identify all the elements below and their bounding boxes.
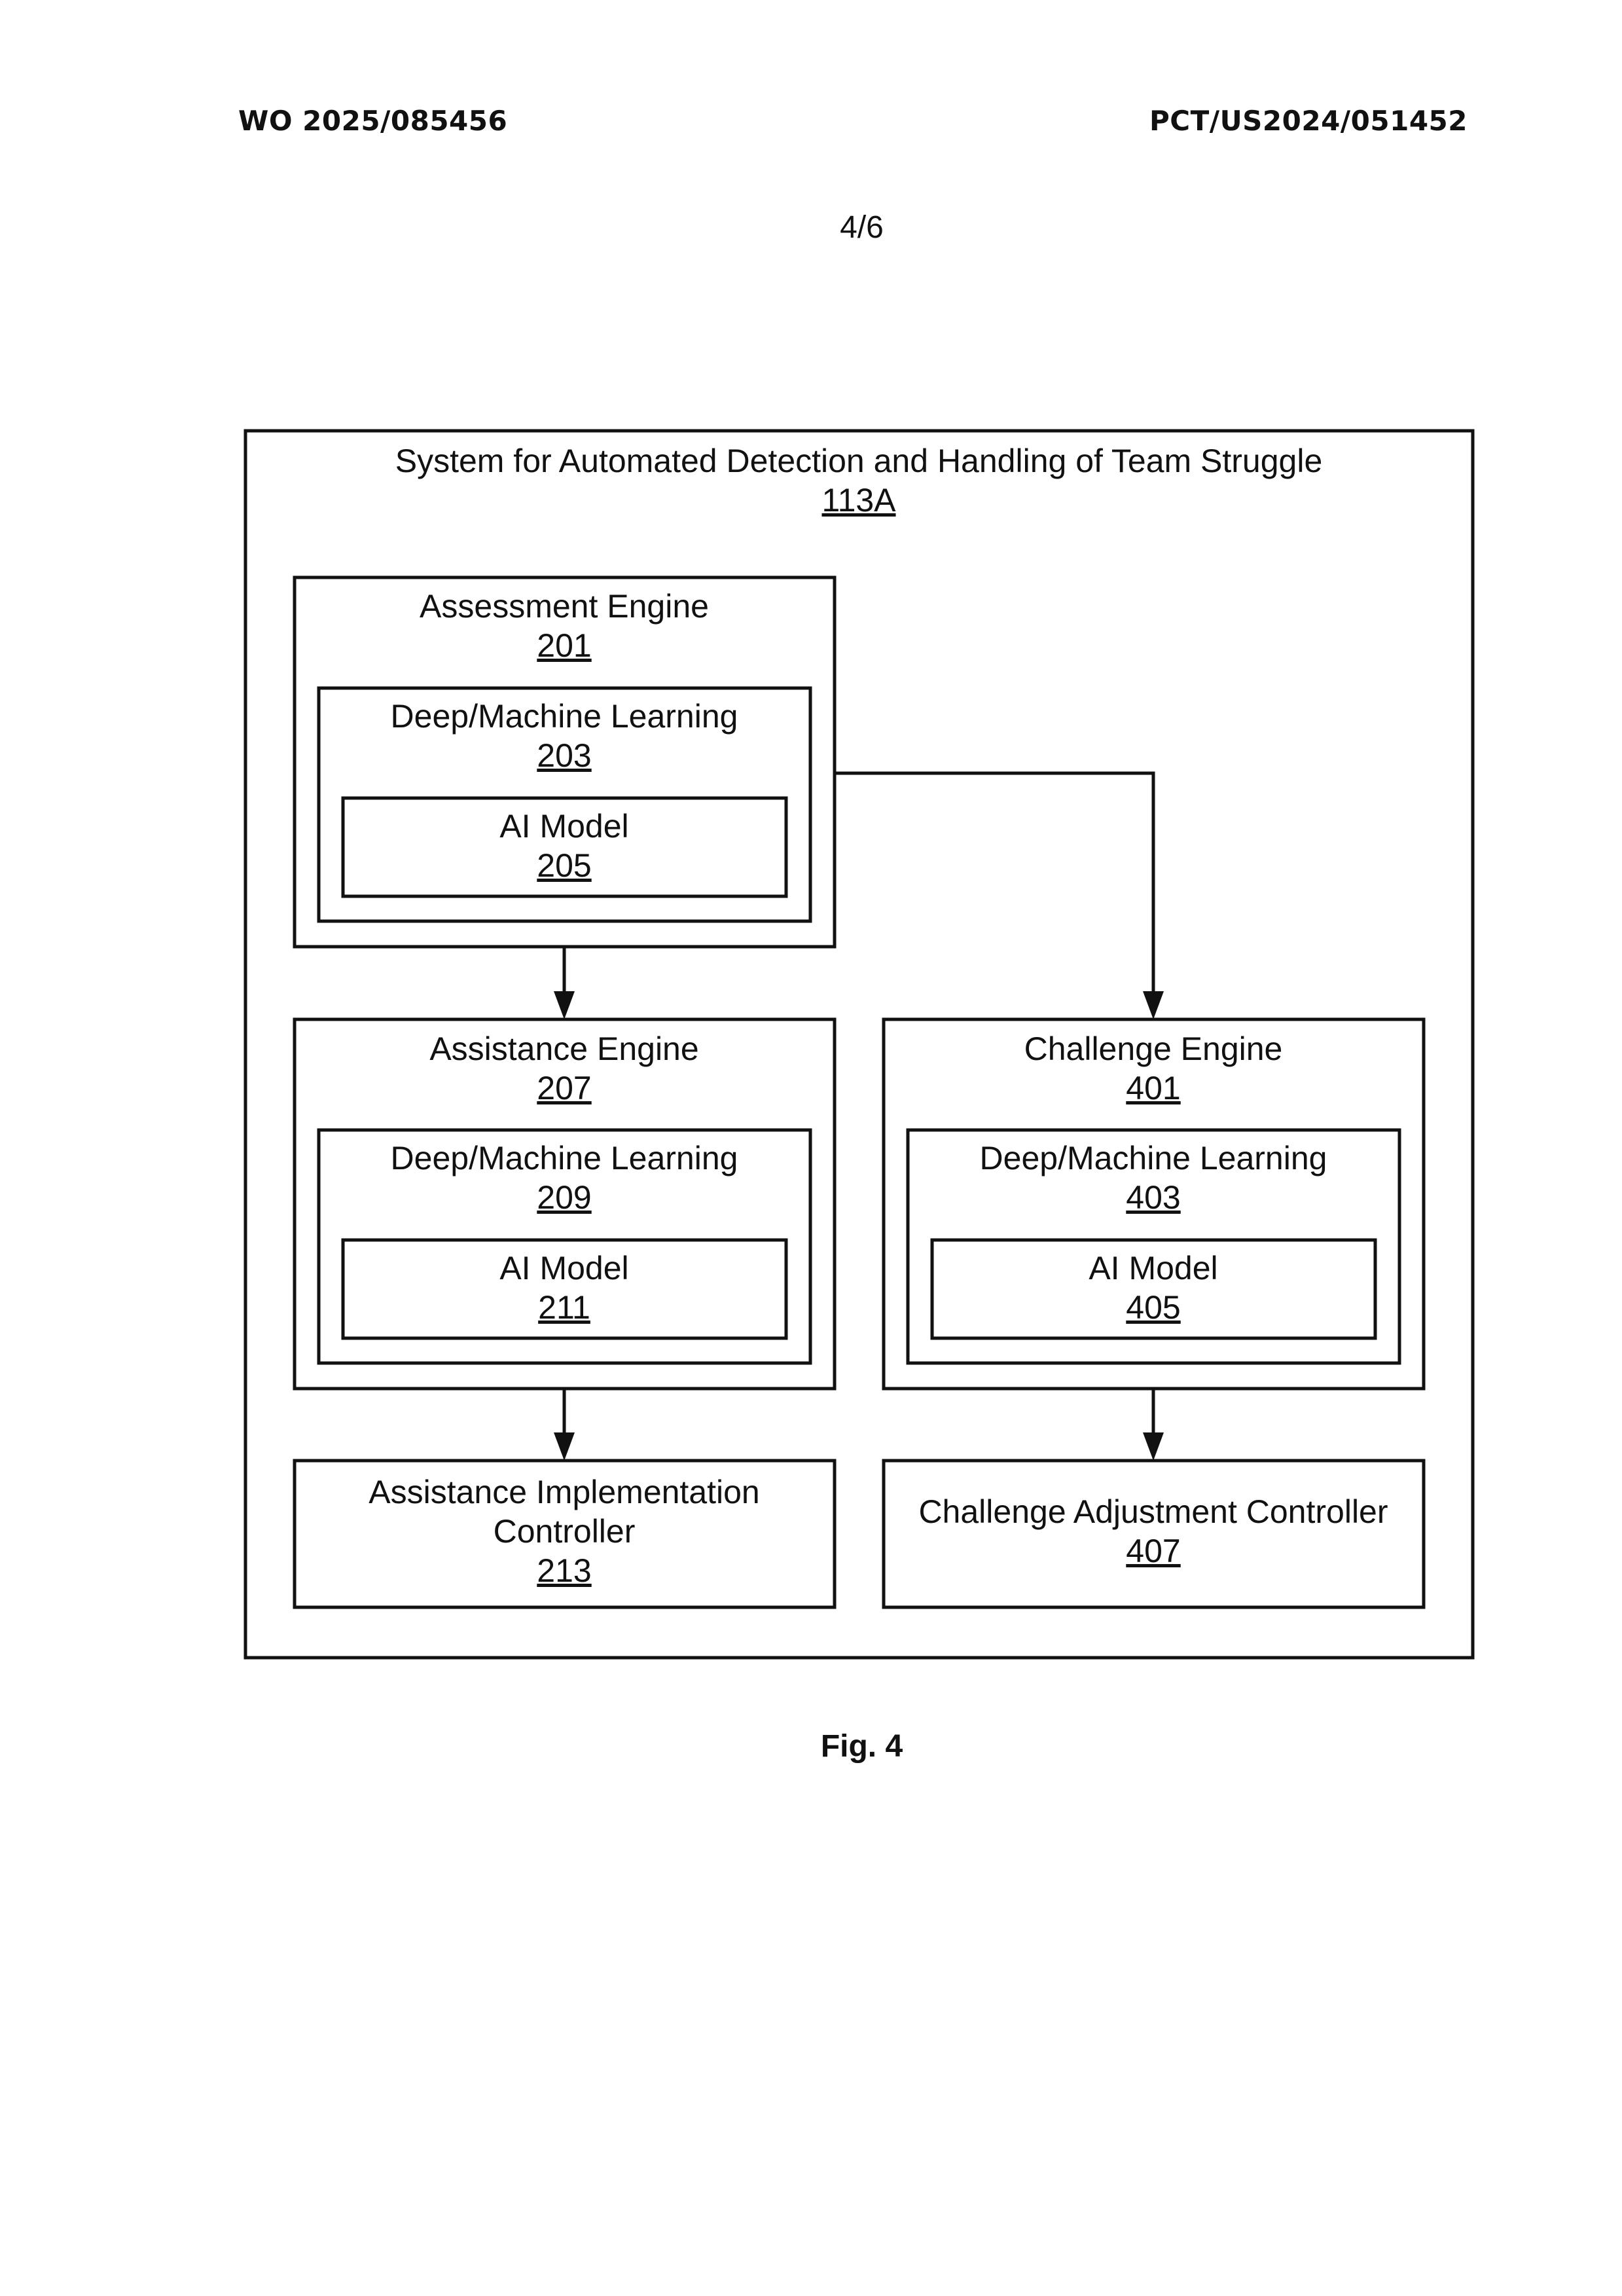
challenge-model-ref: 405: [1126, 1289, 1180, 1326]
arrow-assessment-to-challenge: [835, 771, 1155, 994]
assessment-model-box: [341, 796, 788, 898]
assistance-controller-box: [293, 1459, 837, 1609]
assistance-controller-ref: 213: [537, 1552, 591, 1589]
assistance-dml-box: [317, 1128, 812, 1365]
arrowhead-assessment-to-assistance: [554, 991, 575, 1019]
challenge-model-box: [930, 1238, 1377, 1340]
assistance-model-ref: 211: [538, 1289, 590, 1326]
application-number: PCT/US2024/051452: [1149, 105, 1468, 137]
system-title: System for Automated Detection and Handl…: [395, 443, 1323, 479]
assessment-dml-title: Deep/Machine Learning: [391, 698, 738, 735]
assessment-model-title: AI Model: [499, 808, 628, 845]
assessment-engine-title: Assessment Engine: [420, 588, 709, 625]
assistance-model-box: [341, 1238, 788, 1340]
arrowhead-assessment-to-challenge: [1143, 991, 1164, 1019]
challenge-engine-title: Challenge Engine: [1024, 1030, 1283, 1067]
assistance-engine-title: Assistance Engine: [429, 1030, 698, 1067]
arrowhead-assistance-to-controller: [554, 1432, 575, 1461]
challenge-controller-title: Challenge Adjustment Controller: [918, 1493, 1388, 1530]
challenge-engine-ref: 401: [1126, 1070, 1180, 1106]
assistance-model-title: AI Model: [499, 1250, 628, 1286]
system-box: [243, 429, 1475, 1660]
assessment-dml-box: [317, 686, 812, 923]
assessment-engine-ref: 201: [537, 627, 591, 664]
assistance-controller-title-line1: Assistance Implementation: [369, 1474, 760, 1510]
publication-number: WO 2025/085456: [238, 105, 508, 137]
assistance-dml-ref: 209: [537, 1179, 591, 1216]
challenge-dml-ref: 403: [1126, 1179, 1180, 1216]
challenge-dml-box: [906, 1128, 1401, 1365]
assessment-dml-ref: 203: [537, 737, 591, 774]
assistance-engine-ref: 207: [537, 1070, 591, 1106]
figure-label: Fig. 4: [820, 1729, 903, 1764]
arrowhead-challenge-to-controller: [1143, 1432, 1164, 1461]
challenge-model-title: AI Model: [1089, 1250, 1217, 1286]
assistance-dml-title: Deep/Machine Learning: [391, 1140, 738, 1176]
assessment-model-ref: 205: [537, 847, 591, 884]
challenge-dml-title: Deep/Machine Learning: [980, 1140, 1327, 1176]
assistance-controller-title-line2: Controller: [494, 1513, 636, 1550]
challenge-controller-ref: 407: [1126, 1533, 1180, 1569]
challenge-controller-box: [882, 1459, 1426, 1609]
system-ref: 113A: [821, 482, 896, 519]
sheet-number: 4/6: [840, 210, 884, 245]
